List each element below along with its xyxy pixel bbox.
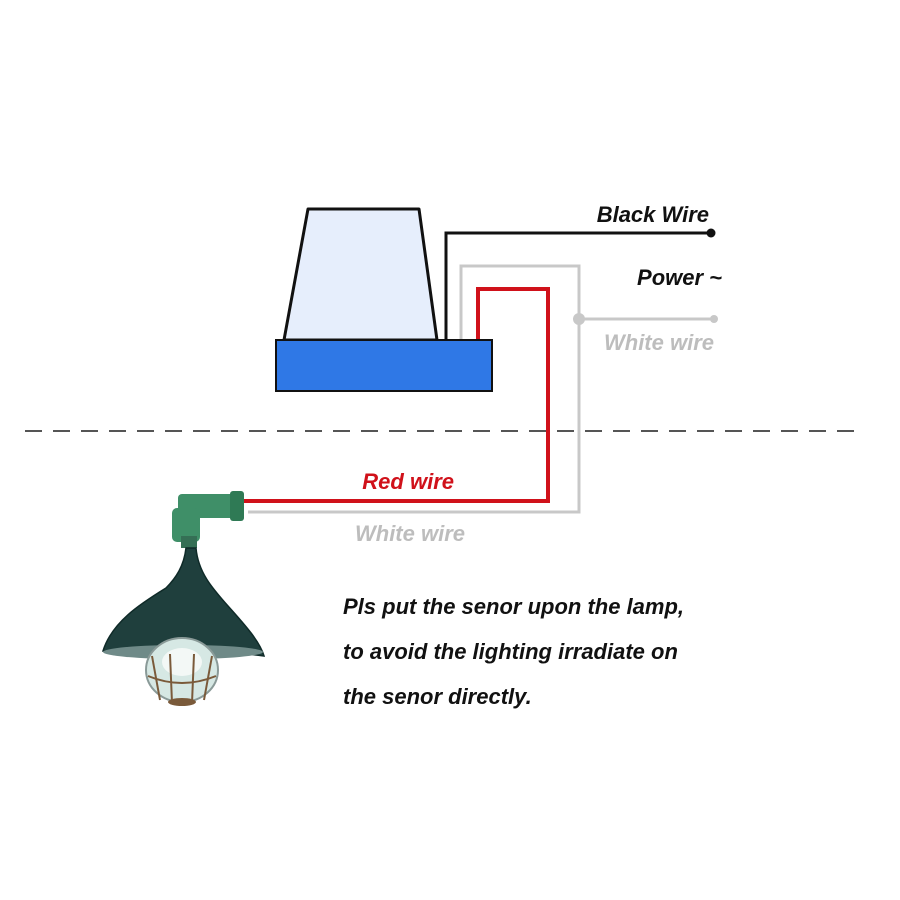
- note-line-2: to avoid the lighting irradiate on: [343, 639, 678, 664]
- white-wire-junction-dot: [573, 313, 585, 325]
- note-line-1: Pls put the senor upon the lamp,: [343, 594, 685, 619]
- instruction-note: Pls put the senor upon the lamp, to avoi…: [343, 584, 684, 719]
- white-wire-terminal-dot: [710, 315, 718, 323]
- power-label: Power ~: [637, 265, 722, 290]
- street-lamp-icon: [101, 491, 266, 706]
- note-line-3: the senor directly.: [343, 684, 532, 709]
- white-wire-bottom-label: White wire: [355, 521, 465, 546]
- white-wire: [248, 264, 718, 514]
- black-wire: [444, 228, 716, 340]
- black-wire-terminal-dot: [706, 228, 716, 238]
- photocell-sensor-icon: [275, 207, 493, 392]
- black-wire-label: Black Wire: [597, 202, 709, 227]
- white-wire-top-label: White wire: [604, 330, 714, 355]
- red-wire-label: Red wire: [362, 469, 454, 494]
- red-wire: [244, 287, 550, 503]
